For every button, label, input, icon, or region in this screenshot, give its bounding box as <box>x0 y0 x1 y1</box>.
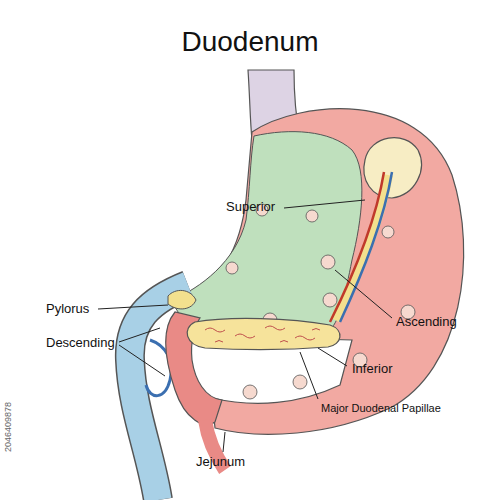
part-label: Inferior <box>352 362 392 377</box>
spleen <box>364 138 422 198</box>
stomach-lumen <box>172 132 362 334</box>
vein-line <box>340 172 392 322</box>
title: Duodenum <box>0 26 500 58</box>
part-label: Major Duodenal Papillae <box>321 402 441 415</box>
leader-lines <box>98 200 392 452</box>
part-label: Ascending <box>396 315 457 330</box>
lobes <box>226 204 415 399</box>
pylorus <box>168 290 196 309</box>
stock-id: 2046409878 <box>3 402 13 452</box>
part-label: Superior <box>226 200 275 215</box>
part-label: Pylorus <box>46 302 89 317</box>
pancreas-texture <box>205 326 320 342</box>
part-label: Descending <box>46 336 115 351</box>
part-label: Jejunum <box>196 455 245 470</box>
artery <box>330 172 384 322</box>
pancreas <box>187 318 340 349</box>
